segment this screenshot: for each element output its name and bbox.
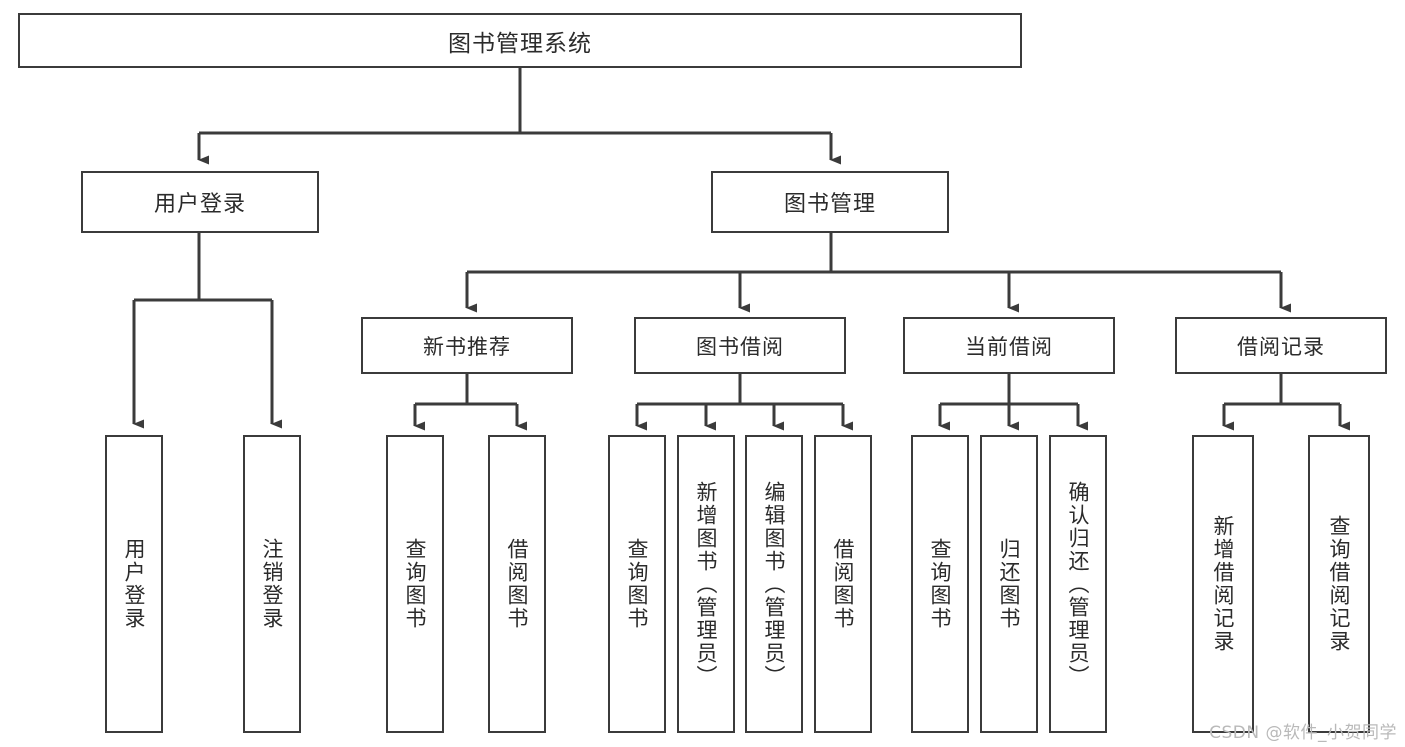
node-user-login[interactable]: 用户登录 [81, 171, 319, 233]
leaf-current-borrow-query-label: 查询图书 [928, 538, 953, 630]
node-root-label: 图书管理系统 [448, 30, 592, 57]
leaf-book-borrow-add-label: 新增图书（管理员） [694, 480, 719, 688]
leaf-user-login-logout[interactable]: 注销登录 [243, 435, 301, 733]
leaf-borrow-record-add[interactable]: 新增借阅记录 [1192, 435, 1254, 733]
csdn-watermark: CSDN @软件_小贺同学 [1209, 723, 1397, 743]
node-book-borrow-label: 图书借阅 [696, 334, 784, 359]
leaf-borrow-record-query-label: 查询借阅记录 [1327, 515, 1352, 653]
leaf-user-login-logout-label: 注销登录 [260, 538, 285, 630]
node-borrow-record[interactable]: 借阅记录 [1175, 317, 1387, 374]
leaf-current-borrow-confirm[interactable]: 确认归还（管理员） [1049, 435, 1107, 733]
node-new-book-recommend[interactable]: 新书推荐 [361, 317, 573, 374]
node-root[interactable]: 图书管理系统 [18, 13, 1022, 68]
leaf-borrow-record-add-label: 新增借阅记录 [1211, 515, 1236, 653]
node-current-borrow[interactable]: 当前借阅 [903, 317, 1115, 374]
leaf-borrow-record-query[interactable]: 查询借阅记录 [1308, 435, 1370, 733]
leaf-book-borrow-edit-label: 编辑图书（管理员） [762, 480, 787, 688]
leaf-current-borrow-query[interactable]: 查询图书 [911, 435, 969, 733]
leaf-book-borrow-borrow-label: 借阅图书 [831, 538, 856, 630]
leaf-new-book-query[interactable]: 查询图书 [386, 435, 444, 733]
leaf-book-borrow-borrow[interactable]: 借阅图书 [814, 435, 872, 733]
node-borrow-record-label: 借阅记录 [1237, 334, 1325, 359]
node-new-book-recommend-label: 新书推荐 [423, 334, 511, 359]
leaf-current-borrow-return-label: 归还图书 [997, 538, 1022, 630]
leaf-user-login-login-label: 用户登录 [122, 538, 147, 630]
leaf-new-book-borrow-label: 借阅图书 [505, 538, 530, 630]
leaf-book-borrow-query[interactable]: 查询图书 [608, 435, 666, 733]
node-user-login-label: 用户登录 [153, 192, 246, 217]
leaf-book-borrow-edit[interactable]: 编辑图书（管理员） [745, 435, 803, 733]
leaf-current-borrow-confirm-label: 确认归还（管理员） [1066, 480, 1091, 688]
node-current-borrow-label: 当前借阅 [965, 334, 1053, 359]
leaf-new-book-borrow[interactable]: 借阅图书 [488, 435, 546, 733]
node-book-manage[interactable]: 图书管理 [711, 171, 949, 233]
leaf-book-borrow-query-label: 查询图书 [625, 538, 650, 630]
leaf-new-book-query-label: 查询图书 [403, 538, 428, 630]
node-book-manage-label: 图书管理 [783, 192, 876, 217]
node-book-borrow[interactable]: 图书借阅 [634, 317, 846, 374]
leaf-book-borrow-add[interactable]: 新增图书（管理员） [677, 435, 735, 733]
leaf-current-borrow-return[interactable]: 归还图书 [980, 435, 1038, 733]
leaf-user-login-login[interactable]: 用户登录 [105, 435, 163, 733]
